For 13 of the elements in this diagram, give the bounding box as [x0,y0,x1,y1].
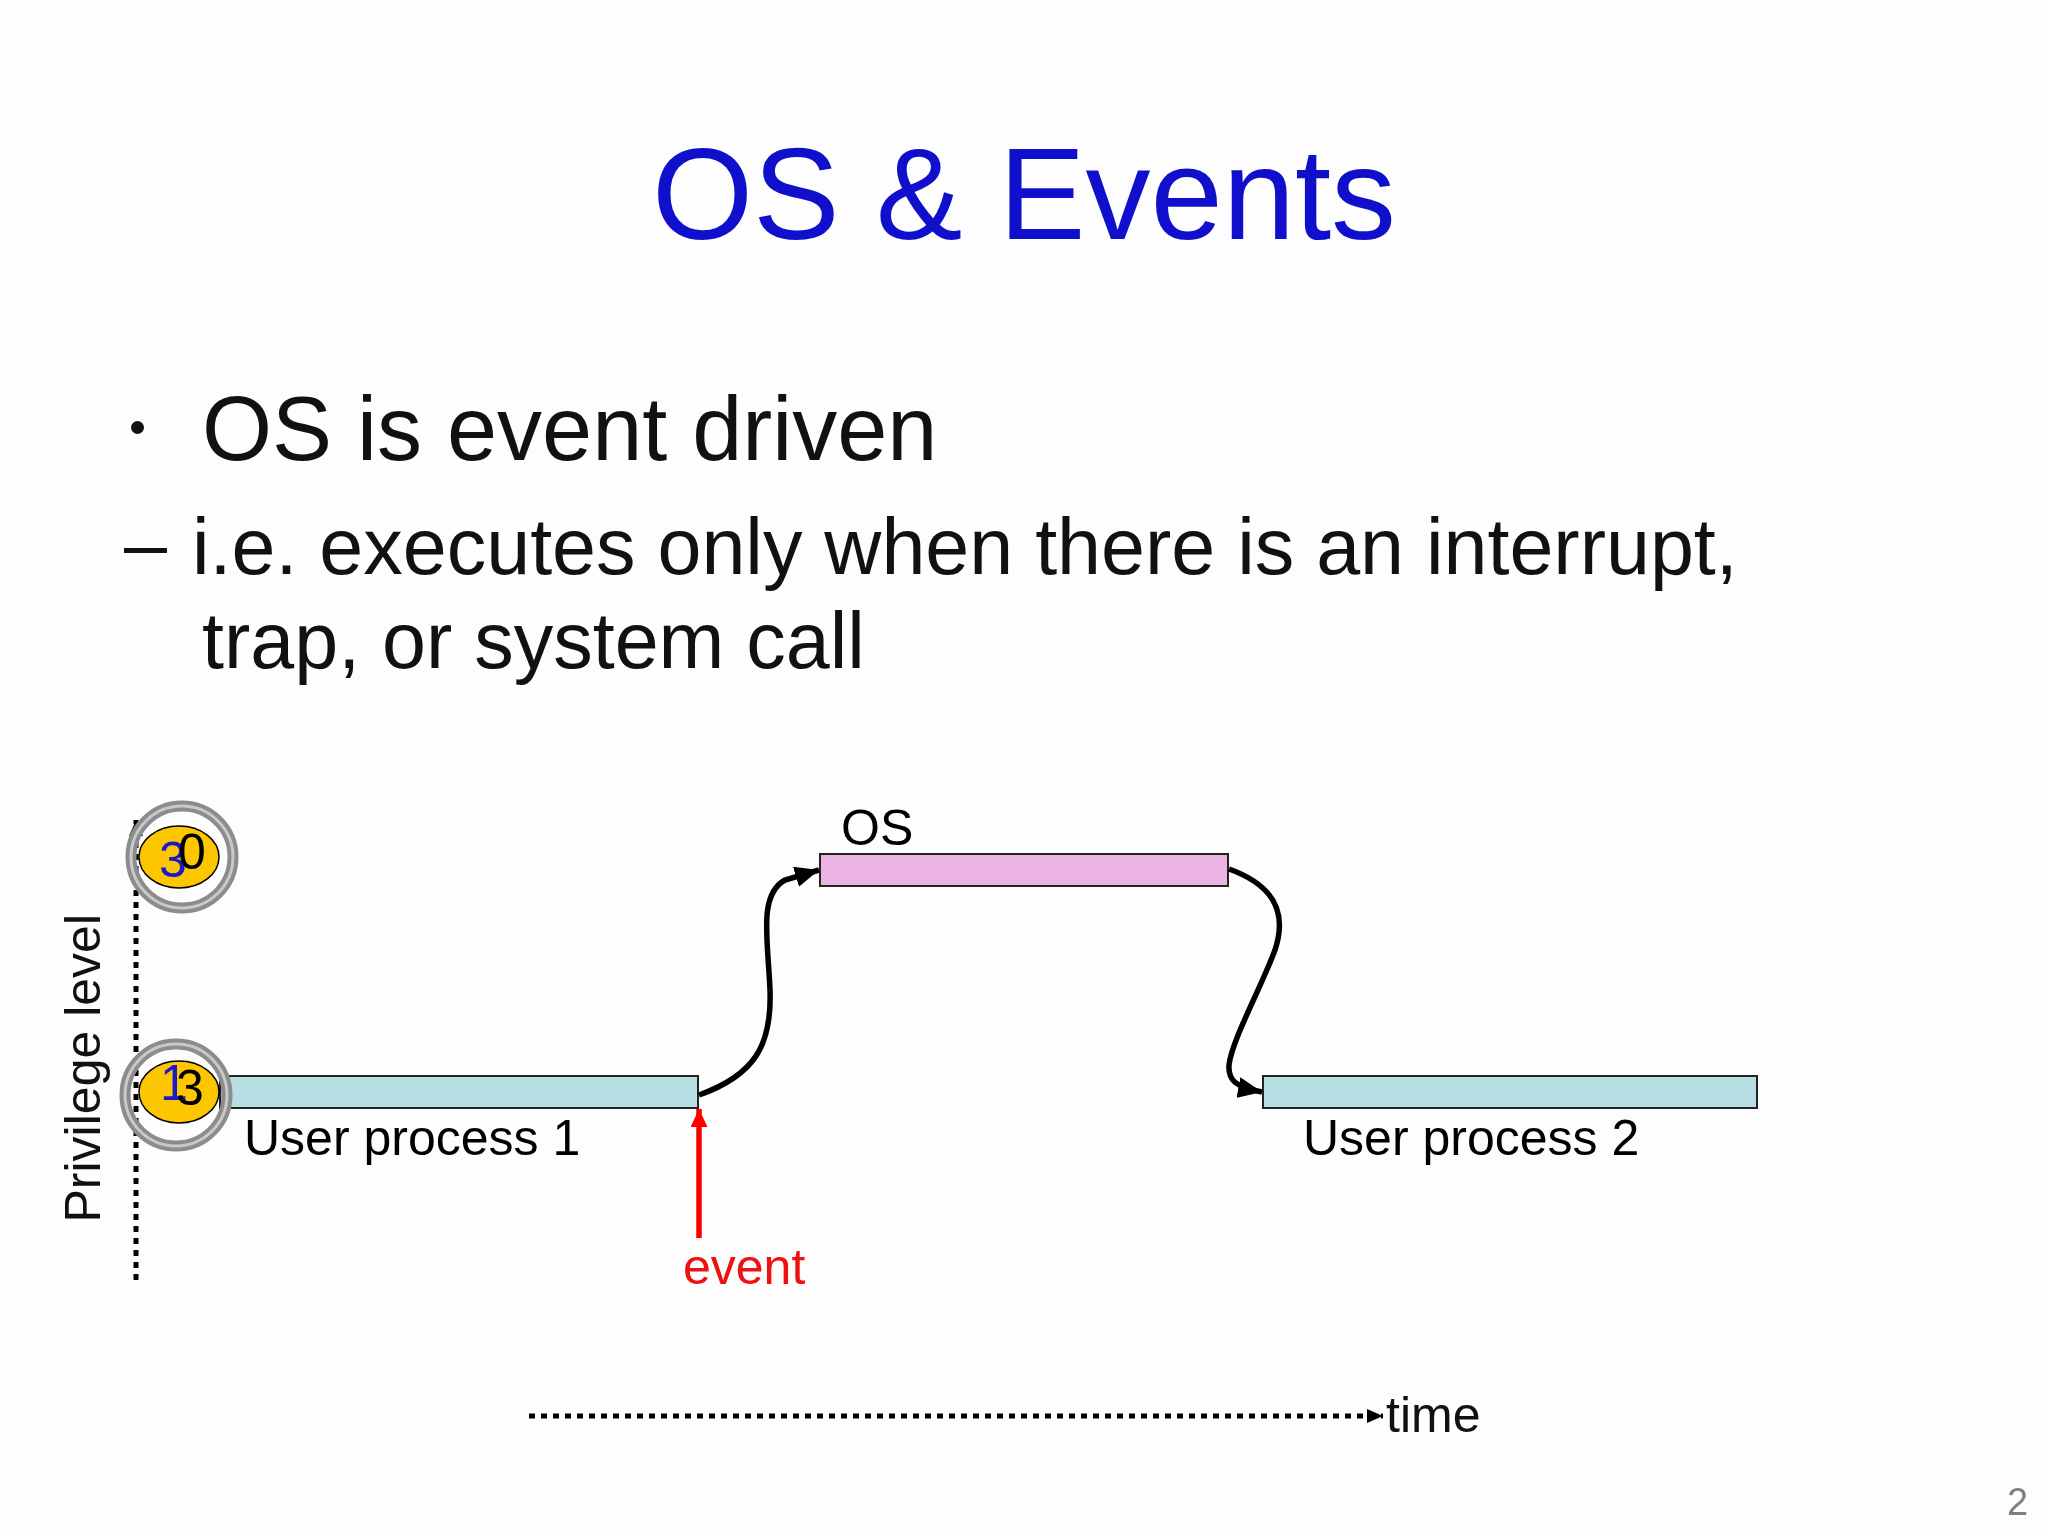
axis-label: time [1386,1390,1481,1440]
bar-label: OS [841,803,914,853]
arrow [690,1109,708,1238]
curved-arrow [698,866,820,1098]
slide-title: OS & Events [651,129,1397,259]
bullet-text: i.e. executes only when there is an interrupt, trap, or system call [192,501,1739,687]
event-label: event [683,1242,806,1292]
bar-label: User process 2 [1303,1113,1640,1163]
bullet-text: OS is event driven [202,384,938,474]
axis-label: Privilege level [58,914,108,1223]
curved-arrow [1226,866,1283,1098]
page-number: 2 [2007,1483,2029,1521]
bar-label: User process 1 [244,1113,581,1163]
